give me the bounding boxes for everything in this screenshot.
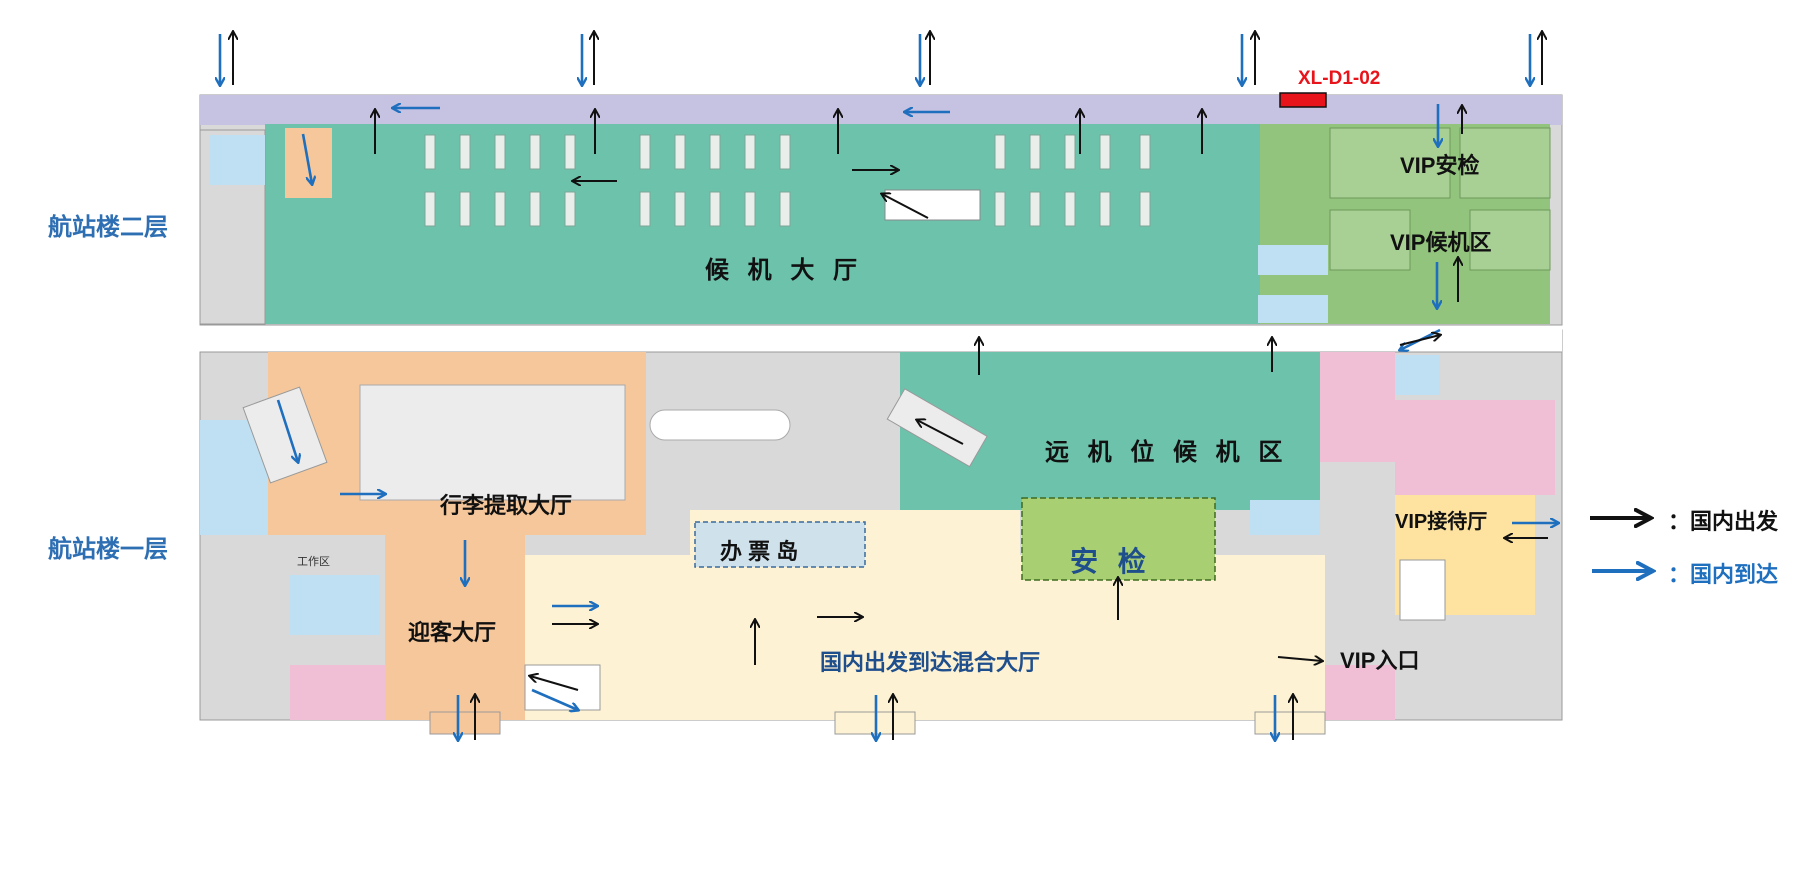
vip-reception-label: VIP接待厅: [1395, 511, 1488, 533]
escalator-upper: [884, 189, 981, 221]
seat-row: [424, 134, 436, 170]
lower-blue-3: [1250, 500, 1320, 535]
legend-departure-label: ：国内出发: [1668, 509, 1779, 534]
seat-row: [1099, 134, 1111, 170]
legend-arrival-label: ：国内到达: [1668, 562, 1779, 587]
departure-hall-area: [265, 124, 1260, 324]
arrival-flow-arrow: [531, 688, 578, 710]
upper-blue-b: [1258, 295, 1328, 323]
vip-room-1: [1329, 127, 1451, 199]
door-vip: [1254, 711, 1326, 735]
door-greeting: [429, 711, 501, 735]
carousel-right: [649, 409, 791, 441]
seat-row: [494, 191, 506, 227]
departure-flow-arrow: [1277, 657, 1322, 661]
ad-spot-marker: [1279, 92, 1327, 108]
seat-row: [564, 134, 576, 170]
greeting-hall-label: 迎客大厅: [408, 620, 497, 645]
pink-area-4: [1325, 665, 1395, 720]
seat-row: [424, 191, 436, 227]
seat-row: [639, 191, 651, 227]
lower-floor: [199, 351, 1563, 735]
seat-row: [994, 134, 1006, 170]
seat-row: [564, 191, 576, 227]
seat-row: [779, 191, 791, 227]
pink-area-1: [1320, 352, 1395, 462]
seat-row: [1099, 191, 1111, 227]
escalator-lower-left: [242, 386, 328, 484]
pink-area-3: [290, 665, 385, 720]
seat-row: [674, 134, 686, 170]
seat-row: [709, 134, 721, 170]
seat-row: [779, 134, 791, 170]
seat-row: [639, 134, 651, 170]
upper-blue-a: [1258, 245, 1328, 275]
seat-row: [459, 191, 471, 227]
security-label: 安 检: [1070, 546, 1152, 577]
lower-blue-2: [290, 575, 380, 635]
seat-row: [1029, 191, 1041, 227]
floor-divider: [200, 328, 1562, 352]
vip-room-2: [1459, 127, 1551, 199]
baggage-claim-label: 行李提取大厅: [440, 493, 573, 518]
arrival-flow-arrow: [276, 399, 298, 462]
upper-left-blue: [210, 135, 265, 185]
seat-row: [494, 134, 506, 170]
ticket-island-box: [694, 521, 866, 568]
lower-floor-label: 航站楼一层: [48, 536, 168, 563]
seat-row: [529, 134, 541, 170]
seat-row: [459, 134, 471, 170]
seat-row: [1064, 134, 1076, 170]
departure-flow-arrow: [1399, 335, 1440, 346]
upper-floor-label: 航站楼二层: [48, 214, 168, 241]
lower-blue-4: [1395, 355, 1440, 395]
departure-flow-arrow: [882, 194, 929, 219]
seat-row: [674, 191, 686, 227]
seat-row: [1029, 134, 1041, 170]
greeting-hall-top: [425, 535, 525, 595]
mixed-hall-area: [525, 555, 1325, 720]
seat-row: [744, 134, 756, 170]
work-area-label: 工作区: [297, 556, 330, 568]
seat-row: [1139, 191, 1151, 227]
departure-flow-arrow: [917, 420, 964, 445]
mixed-hall-label: 国内出发到达混合大厅: [820, 650, 1041, 675]
remote-gate-lounge-label: 远 机 位 候 机 区: [1045, 439, 1289, 466]
vip-lounge-label: VIP候机区: [1390, 230, 1492, 255]
vip-entrance-label: VIP入口: [1340, 648, 1420, 673]
upper-corridor: [200, 95, 1562, 125]
vip-room-3: [1329, 209, 1411, 271]
departure-hall-label: 候 机 大 厅: [705, 257, 864, 284]
flow-arrows: [220, 32, 1558, 740]
ticket-island-label: 办 票 岛: [720, 539, 799, 564]
seat-row: [1139, 134, 1151, 170]
seat-row: [994, 191, 1006, 227]
security-area: [1021, 497, 1216, 581]
baggage-carousel-area: [359, 384, 626, 501]
seat-row: [709, 191, 721, 227]
vip-room-4: [1469, 209, 1551, 271]
vip-security-label: VIP安检: [1400, 153, 1480, 178]
vip-stair: [1399, 559, 1446, 621]
seat-row: [1064, 191, 1076, 227]
departure-flow-arrow: [530, 676, 579, 691]
pink-area-2: [1395, 400, 1555, 495]
escalator-remote: [886, 388, 988, 468]
seat-row: [529, 191, 541, 227]
ad-spot-code: XL-D1-02: [1298, 68, 1381, 89]
arrival-flow-arrow: [301, 133, 312, 184]
seat-row: [744, 191, 756, 227]
